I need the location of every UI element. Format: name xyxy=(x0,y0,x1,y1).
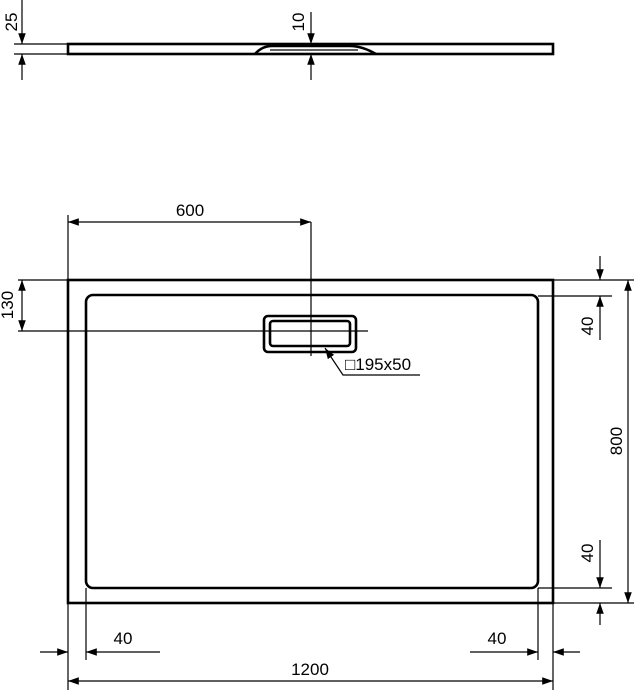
drain-leader xyxy=(324,347,420,376)
rim-right-label: 40 xyxy=(488,629,507,648)
drain-depth-dim-label: 10 xyxy=(289,13,308,32)
tray-basin xyxy=(84,293,540,590)
height-dim-label: 25 xyxy=(2,13,21,32)
drain-offset-y-label: 130 xyxy=(0,291,17,319)
drain-inner xyxy=(268,319,352,348)
rim-left-label: 40 xyxy=(114,629,133,648)
drain-offset-x-label: 600 xyxy=(176,201,204,220)
depth-label: 800 xyxy=(607,427,626,455)
rim-top-label: 40 xyxy=(578,317,597,336)
drain-outer xyxy=(262,314,358,354)
rim-bottom-label: 40 xyxy=(578,544,597,563)
drain-profile xyxy=(254,44,377,56)
side-view: 25 10 xyxy=(2,0,555,80)
drain-size-label: □195x50 xyxy=(345,355,411,374)
top-view: 600 130 □195x50 800 40 40 40 40 1200 xyxy=(0,201,634,690)
width-label: 1200 xyxy=(291,660,329,679)
